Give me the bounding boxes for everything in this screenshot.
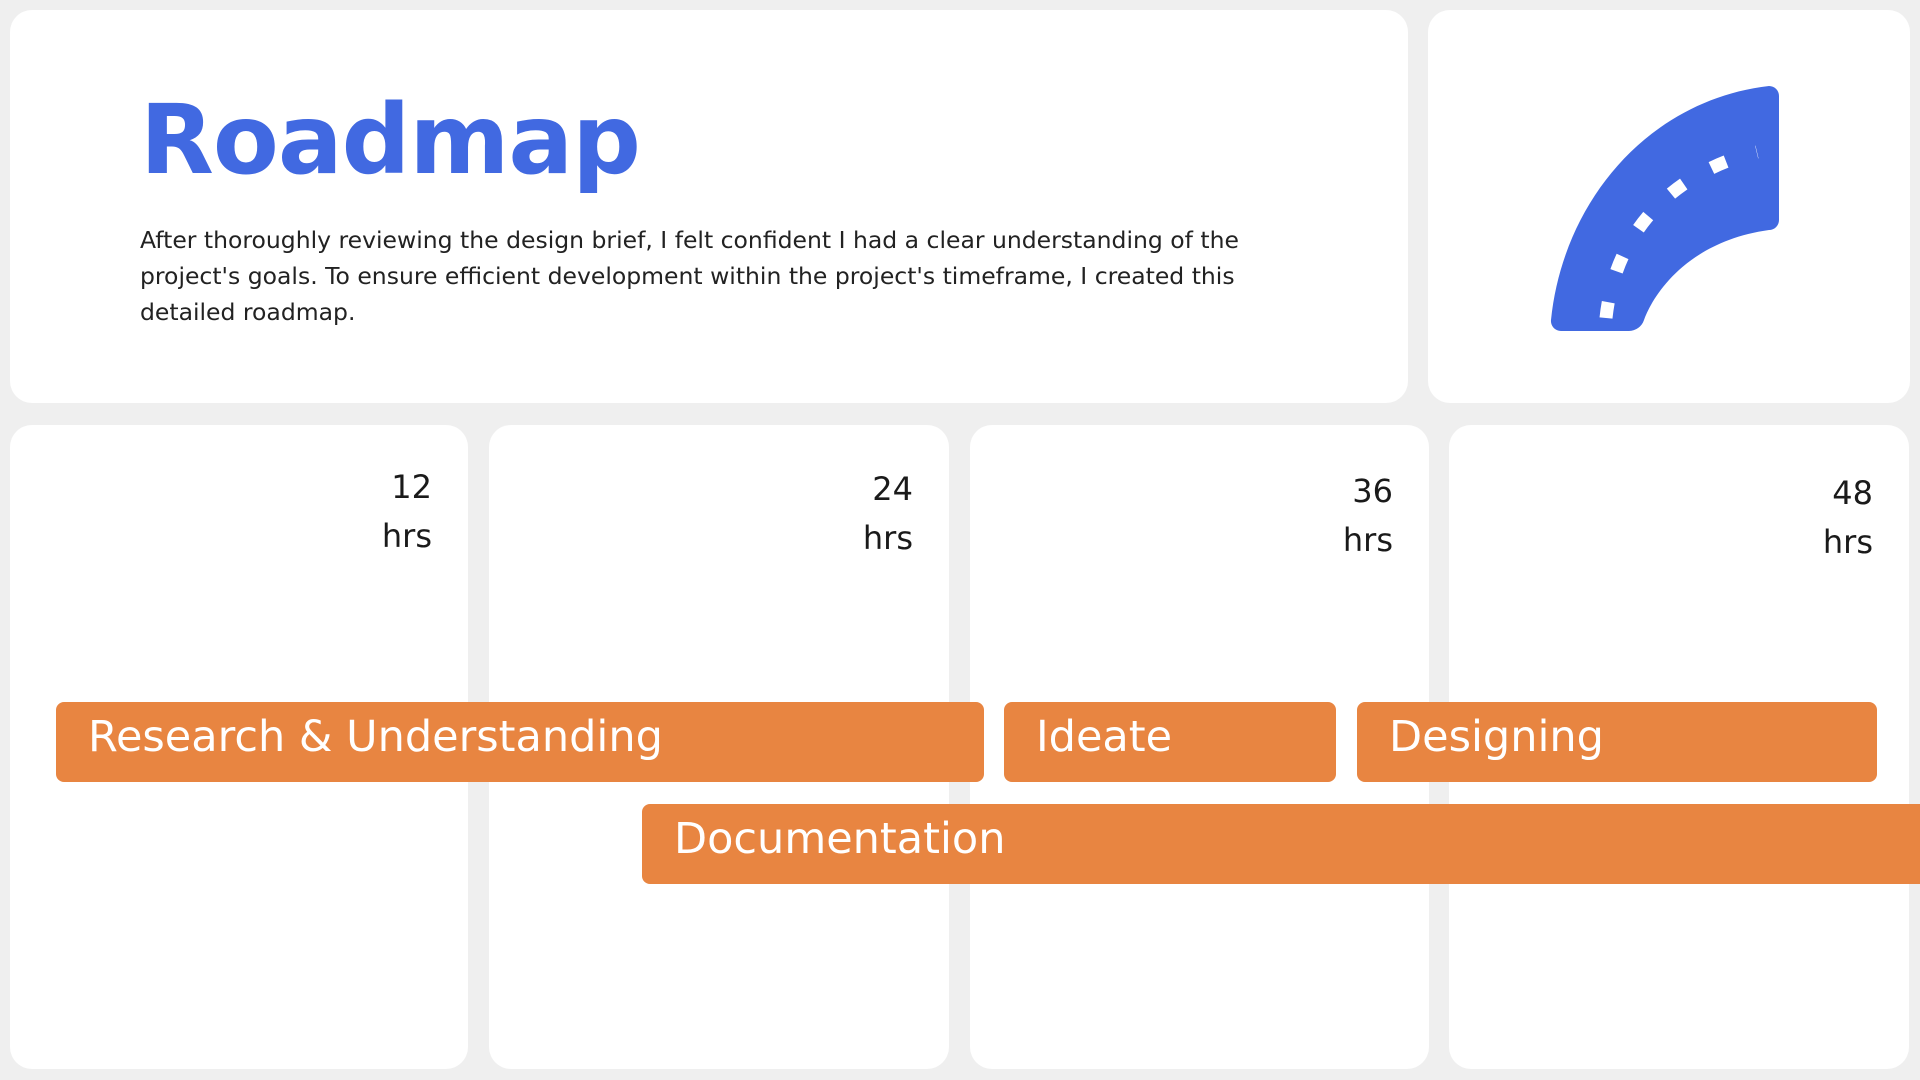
hours-label-2: 24 hrs bbox=[863, 465, 913, 563]
hours-value: 48 bbox=[1832, 474, 1873, 512]
hours-unit: hrs bbox=[1342, 521, 1393, 559]
task-bar-documentation: Documentation bbox=[642, 804, 1920, 884]
hours-value: 36 bbox=[1352, 472, 1393, 510]
hours-label-3: 36 hrs bbox=[1343, 467, 1393, 565]
road-icon bbox=[1550, 86, 1779, 332]
page-title: Roadmap bbox=[140, 84, 641, 196]
icon-card bbox=[1428, 10, 1910, 403]
task-bar-designing: Designing bbox=[1357, 702, 1877, 782]
header-card: Roadmap After thoroughly reviewing the d… bbox=[10, 10, 1408, 403]
hours-unit: hrs bbox=[862, 519, 913, 557]
hours-unit: hrs bbox=[1822, 523, 1873, 561]
task-bar-research: Research & Understanding bbox=[56, 702, 984, 782]
intro-text: After thoroughly reviewing the design br… bbox=[140, 226, 1239, 326]
hours-label-1: 12 hrs bbox=[382, 463, 432, 561]
task-bar-ideate: Ideate bbox=[1004, 702, 1336, 782]
hours-value: 12 bbox=[391, 468, 432, 506]
hours-label-4: 48 hrs bbox=[1823, 469, 1873, 567]
hours-unit: hrs bbox=[381, 517, 432, 555]
hours-value: 24 bbox=[872, 470, 913, 508]
